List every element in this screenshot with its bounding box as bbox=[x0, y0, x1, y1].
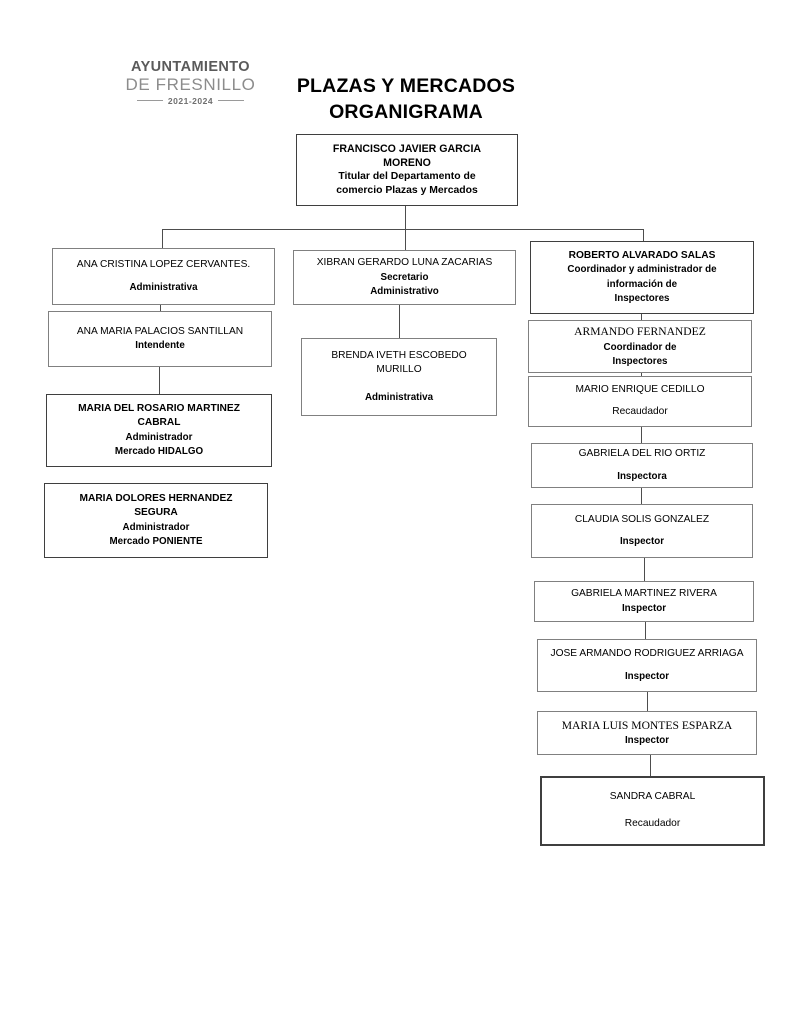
logo-rule-left-icon bbox=[136, 100, 163, 102]
connector-maria-luis-to-sandra bbox=[650, 755, 651, 776]
connector-ana-maria-to-rosario bbox=[159, 367, 160, 394]
connector-mario-to-gabriela-rio bbox=[641, 427, 642, 444]
node-title-line-1: Inspector bbox=[621, 602, 667, 614]
node-title-line-1: Inspector bbox=[619, 536, 665, 548]
connector-jose-to-maria-luis bbox=[647, 692, 648, 711]
connector-bus-to-roberto bbox=[643, 229, 644, 241]
org-node-maria-luis-montes-esparza[interactable]: MARIA LUIS MONTES ESPARZA Inspector bbox=[537, 711, 757, 755]
node-title-line-1: Secretario bbox=[380, 271, 429, 283]
org-node-ana-cristina-lopez-cervantes[interactable]: ANA CRISTINA LOPEZ CERVANTES. Administra… bbox=[52, 248, 275, 305]
node-name-line-1: CLAUDIA SOLIS GONZALEZ bbox=[574, 513, 710, 525]
node-name-line-1: MARIA DOLORES HERNANDEZ bbox=[79, 492, 233, 504]
org-node-francisco-javier-garcia-moreno[interactable]: FRANCISCO JAVIER GARCIA MORENO Titular d… bbox=[296, 134, 518, 206]
node-title-line-2: Administrativo bbox=[370, 285, 439, 297]
logo-years: 2021-2024 bbox=[167, 95, 214, 106]
connector-gabriela-martinez-to-jose bbox=[645, 622, 646, 639]
org-node-mario-enrique-cedillo[interactable]: MARIO ENRIQUE CEDILLO Recaudador bbox=[528, 376, 752, 427]
connector-ana-cristina-to-ana-maria bbox=[160, 305, 161, 312]
node-title-line-3: Inspectores bbox=[614, 292, 670, 304]
org-node-armando-fernandez[interactable]: ARMANDO FERNANDEZ Coordinador de Inspect… bbox=[528, 320, 752, 373]
node-title-line-1: Recaudador bbox=[624, 818, 681, 830]
org-node-maria-del-rosario-martinez-cabral[interactable]: MARIA DEL ROSARIO MARTINEZ CABRAL Admini… bbox=[46, 394, 272, 467]
node-name-line-1: BRENDA IVETH ESCOBEDO bbox=[331, 349, 467, 361]
node-name-line-2: SEGURA bbox=[134, 507, 178, 519]
node-title-line-1: Recaudador bbox=[612, 406, 668, 418]
org-node-sandra-cabral[interactable]: SANDRA CABRAL Recaudador bbox=[540, 776, 765, 846]
node-title-line-1: Inspector bbox=[624, 735, 670, 747]
connector-xibran-to-brenda bbox=[399, 305, 400, 338]
connector-bus-to-xibran bbox=[405, 229, 406, 250]
node-title-line-1: Administrativa bbox=[364, 391, 434, 403]
node-title-line-1: Coordinador de bbox=[603, 341, 677, 353]
node-title-line-2: comercio Plazas y Mercados bbox=[336, 185, 478, 197]
node-title-line-2: Mercado PONIENTE bbox=[109, 535, 203, 547]
node-name-line-1: XIBRAN GERARDO LUNA ZACARIAS bbox=[316, 257, 493, 269]
org-node-brenda-iveth-escobedo-murillo[interactable]: BRENDA IVETH ESCOBEDO MURILLO Administra… bbox=[301, 338, 497, 416]
logo-rule-right-icon bbox=[218, 100, 245, 102]
node-name-line-1: ROBERTO ALVARADO SALAS bbox=[568, 249, 716, 261]
node-title-line-1: Administrativa bbox=[129, 281, 198, 293]
node-name-line-2: MORENO bbox=[383, 157, 431, 170]
node-name-line-1: JOSE ARMANDO RODRIGUEZ ARRIAGA bbox=[550, 648, 744, 660]
node-name-line-1: MARIA LUIS MONTES ESPARZA bbox=[561, 718, 733, 732]
node-title-line-2: información de bbox=[606, 278, 678, 290]
node-title-line-1: Administrador bbox=[125, 431, 193, 443]
ayuntamiento-logo: AYUNTAMIENTO DE FRESNILLO 2021-2024 bbox=[118, 60, 263, 105]
node-name-line-2: MURILLO bbox=[376, 364, 422, 376]
org-node-gabriela-del-rio-ortiz[interactable]: GABRIELA DEL RIO ORTIZ Inspectora bbox=[531, 443, 753, 488]
node-title-line-1: Intendente bbox=[135, 340, 185, 352]
node-name-line-1: ANA MARIA PALACIOS SANTILLAN bbox=[76, 325, 244, 337]
org-node-xibran-gerardo-luna-zacarias[interactable]: XIBRAN GERARDO LUNA ZACARIAS Secretario … bbox=[293, 250, 516, 305]
node-title-line-1: Coordinador y administrador de bbox=[567, 264, 717, 276]
node-name-line-2: CABRAL bbox=[137, 417, 181, 429]
org-node-claudia-solis-gonzalez[interactable]: CLAUDIA SOLIS GONZALEZ Inspector bbox=[531, 504, 753, 558]
node-name-line-1: SANDRA CABRAL bbox=[609, 790, 696, 802]
connector-roberto-to-armando bbox=[641, 314, 642, 320]
connector-bus-to-ana-cristina bbox=[162, 229, 163, 248]
connector-armando-to-mario bbox=[641, 373, 642, 376]
connector-root-stem bbox=[405, 206, 406, 229]
node-title-line-1: Inspectora bbox=[617, 470, 667, 482]
logo-line-ayuntamiento: AYUNTAMIENTO bbox=[131, 59, 250, 75]
node-name-line-1: ANA CRISTINA LOPEZ CERVANTES. bbox=[76, 259, 251, 271]
node-title-line-2: Mercado HIDALGO bbox=[114, 445, 204, 457]
connector-claudia-to-gabriela-martinez bbox=[644, 558, 645, 581]
node-name-line-1: GABRIELA DEL RIO ORTIZ bbox=[578, 448, 706, 460]
node-title-line-1: Administrador bbox=[122, 521, 190, 533]
connector-root-bus bbox=[162, 229, 643, 230]
node-name-line-1: GABRIELA MARTINEZ RIVERA bbox=[571, 588, 717, 600]
org-node-ana-maria-palacios-santillan[interactable]: ANA MARIA PALACIOS SANTILLAN Intendente bbox=[48, 311, 272, 367]
title-line-2: ORGANIGRAMA bbox=[329, 100, 483, 123]
logo-year-row: 2021-2024 bbox=[118, 95, 263, 106]
node-title-line-2: Inspectores bbox=[612, 355, 668, 367]
page-title: PLAZAS Y MERCADOS ORGANIGRAMA bbox=[268, 74, 544, 125]
connector-gabriela-rio-to-claudia bbox=[641, 488, 642, 504]
org-node-maria-dolores-hernandez-segura[interactable]: MARIA DOLORES HERNANDEZ SEGURA Administr… bbox=[44, 483, 268, 558]
node-name-line-1: MARIA DEL ROSARIO MARTINEZ bbox=[78, 402, 240, 414]
node-title-line-1: Inspector bbox=[624, 670, 670, 682]
title-line-1: PLAZAS Y MERCADOS bbox=[296, 75, 516, 97]
org-node-gabriela-martinez-rivera[interactable]: GABRIELA MARTINEZ RIVERA Inspector bbox=[534, 581, 754, 622]
node-name-line-1: MARIO ENRIQUE CEDILLO bbox=[575, 383, 705, 395]
node-name-line-1: FRANCISCO JAVIER GARCIA bbox=[332, 143, 482, 156]
org-node-jose-armando-rodriguez-arriaga[interactable]: JOSE ARMANDO RODRIGUEZ ARRIAGA Inspector bbox=[537, 639, 757, 692]
node-name-line-1: ARMANDO FERNANDEZ bbox=[574, 325, 706, 339]
org-node-roberto-alvarado-salas[interactable]: ROBERTO ALVARADO SALAS Coordinador y adm… bbox=[530, 241, 754, 314]
logo-line-fresnillo: DE FRESNILLO bbox=[125, 74, 256, 94]
node-title-line-1: Titular del Departamento de bbox=[338, 171, 476, 183]
